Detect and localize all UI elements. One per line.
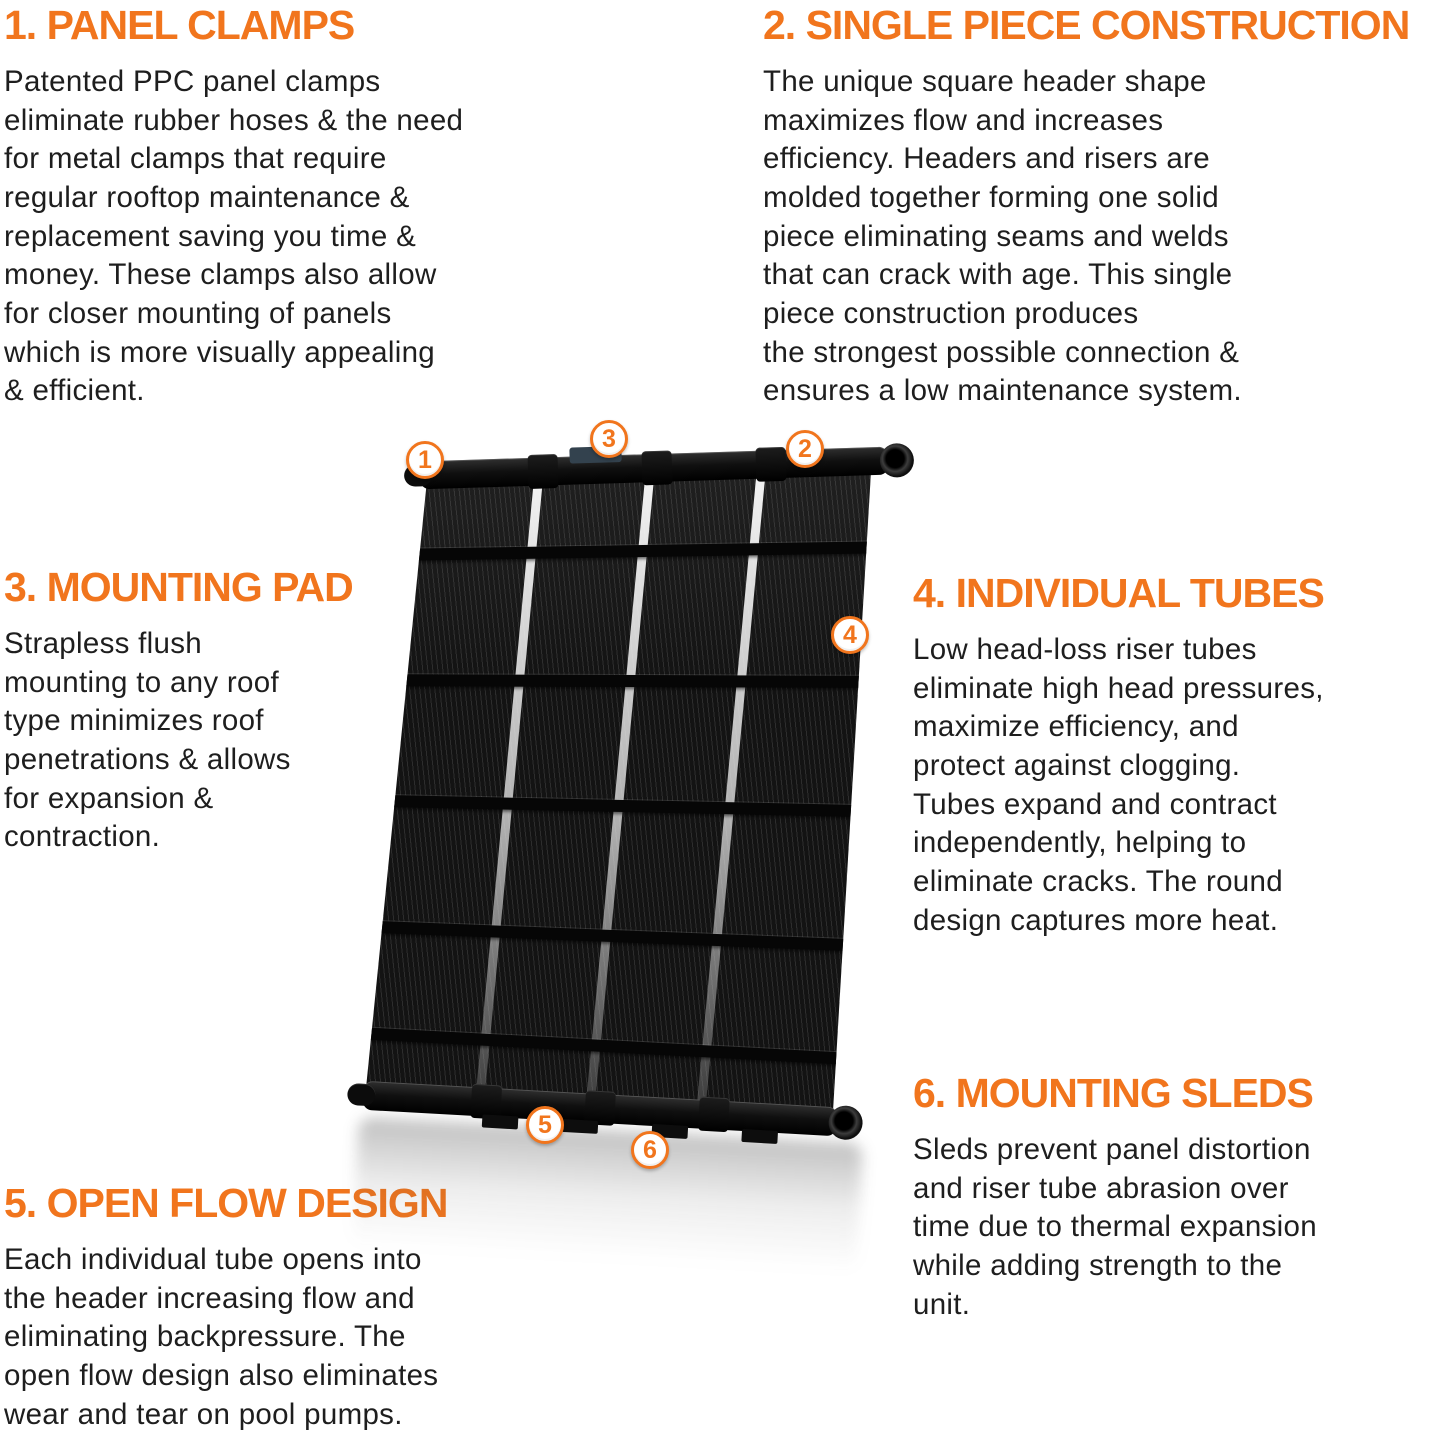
feature-title: 4. INDIVIDUAL TUBES bbox=[913, 570, 1325, 616]
feature-body: Sleds prevent panel distortion and riser… bbox=[913, 1133, 1317, 1321]
marker-2: 2 bbox=[786, 430, 824, 468]
feature-title: 6. MOUNTING SLEDS bbox=[913, 1070, 1314, 1116]
sled-foot-2 bbox=[561, 1118, 599, 1134]
sled-foot-1 bbox=[481, 1114, 519, 1130]
feature-title: 2. SINGLE PIECE CONSTRUCTION bbox=[763, 2, 1410, 48]
feature-5-open-flow-design: 5. OPEN FLOW DESIGN Each individual tube… bbox=[4, 1180, 574, 1434]
marker-4: 4 bbox=[831, 616, 869, 654]
top-header-pipe-end bbox=[879, 442, 915, 478]
marker-6: 6 bbox=[631, 1131, 669, 1169]
feature-4-individual-tubes: 4. INDIVIDUAL TUBES Low head-loss riser … bbox=[913, 570, 1393, 940]
header-clamp-1 bbox=[527, 454, 559, 489]
tube-gap-2 bbox=[584, 468, 655, 1116]
feature-title: 5. OPEN FLOW DESIGN bbox=[4, 1180, 448, 1226]
feature-body: Patented PPC panel clamps eliminate rubb… bbox=[4, 65, 464, 408]
tube-strap-2 bbox=[402, 674, 864, 688]
feature-3-mounting-pad: 3. MOUNTING PAD Strapless flush mounting… bbox=[4, 564, 434, 857]
tube-gap-3 bbox=[695, 468, 766, 1116]
feature-1-panel-clamps: 1. PANEL CLAMPS Patented PPC panel clamp… bbox=[4, 2, 624, 411]
bottom-header-pipe-end bbox=[827, 1104, 864, 1141]
feature-body: The unique square header shape maximizes… bbox=[763, 65, 1242, 408]
feature-body: Each individual tube opens into the head… bbox=[4, 1243, 439, 1431]
tube-strap-4 bbox=[378, 921, 848, 951]
marker-3: 3 bbox=[590, 420, 628, 458]
feature-2-single-piece-construction: 2. SINGLE PIECE CONSTRUCTION The unique … bbox=[763, 2, 1443, 411]
sled-foot-4 bbox=[741, 1128, 779, 1144]
tube-gap-1 bbox=[473, 468, 544, 1116]
header-clamp-2 bbox=[641, 450, 673, 486]
solar-panel-illustration bbox=[346, 430, 915, 1274]
header-clamp-6 bbox=[697, 1096, 730, 1133]
feature-body: Low head-loss riser tubes eliminate high… bbox=[913, 633, 1324, 937]
feature-6-mounting-sleds: 6. MOUNTING SLEDS Sleds prevent panel di… bbox=[913, 1070, 1423, 1324]
feature-title: 3. MOUNTING PAD bbox=[4, 564, 354, 610]
bottom-header-left-cap bbox=[346, 1082, 376, 1107]
feature-body: Strapless flush mounting to any roof typ… bbox=[4, 627, 291, 854]
feature-title: 1. PANEL CLAMPS bbox=[4, 2, 355, 48]
tube-strap-5 bbox=[369, 1027, 841, 1065]
header-clamp-3 bbox=[755, 446, 787, 482]
panel-body bbox=[365, 455, 872, 1128]
panel-reflection bbox=[351, 1116, 864, 1274]
marker-5: 5 bbox=[526, 1106, 564, 1144]
marker-1: 1 bbox=[406, 441, 444, 479]
